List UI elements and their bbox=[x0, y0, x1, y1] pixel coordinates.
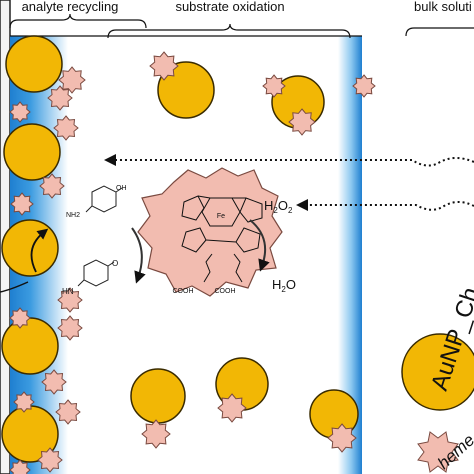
heme-star bbox=[9, 459, 31, 474]
heme-cooh-right: COOH bbox=[215, 288, 236, 295]
heme-star bbox=[10, 192, 34, 216]
svg-text:H2O2: H2O2 bbox=[264, 198, 293, 215]
heme-star bbox=[57, 315, 83, 341]
middle-region-label: substrate oxidation bbox=[175, 0, 284, 14]
svg-text:H2O: H2O bbox=[272, 277, 296, 294]
gold-nanoparticle bbox=[5, 35, 63, 93]
left-region-label: analyte recycling bbox=[22, 0, 119, 14]
heme-star bbox=[39, 173, 65, 199]
product-nh-label: HN bbox=[62, 287, 74, 296]
legend: AuNP_Ch heme bbox=[401, 284, 474, 473]
gold-nanoparticle bbox=[1, 219, 59, 277]
right-region-brace bbox=[405, 27, 474, 37]
porphyrin-ring bbox=[181, 195, 263, 283]
heme-star bbox=[41, 369, 67, 395]
legend-heme-symbol bbox=[417, 431, 459, 473]
heme-star bbox=[58, 66, 86, 94]
heme-star bbox=[13, 391, 35, 413]
dotted-arrow-top bbox=[104, 154, 474, 167]
legend-aunp-symbol bbox=[401, 333, 474, 411]
particles-group bbox=[1, 35, 376, 474]
left-region-brace bbox=[9, 13, 147, 29]
product-o-label: O bbox=[112, 259, 118, 268]
product-molecule bbox=[77, 259, 115, 287]
curved-arrow-left bbox=[131, 227, 146, 284]
analyte-molecule bbox=[85, 185, 123, 213]
dotted-arrow-peroxide bbox=[296, 199, 474, 211]
heme-star bbox=[9, 307, 31, 329]
middle-region-brace bbox=[107, 23, 351, 39]
heme-cooh-left: COOH bbox=[173, 288, 194, 295]
peroxide-label: H2O2 bbox=[264, 198, 293, 215]
gold-nanoparticle bbox=[130, 368, 186, 424]
heme-star bbox=[47, 85, 73, 111]
recycle-arrow-up bbox=[30, 228, 49, 273]
heme-star bbox=[37, 447, 63, 473]
analyte-oh-label: OH bbox=[116, 185, 127, 192]
heme-star bbox=[53, 115, 79, 141]
heme-star bbox=[352, 74, 376, 98]
heme-star bbox=[141, 419, 171, 449]
heme-star bbox=[9, 101, 31, 123]
heme-star bbox=[262, 74, 286, 98]
heme-star bbox=[288, 108, 316, 136]
heme-star bbox=[149, 51, 179, 81]
heme-enzyme: Fe COOH COOH bbox=[137, 167, 283, 297]
heme-fe-label: Fe bbox=[217, 213, 225, 220]
recycle-arrow-out bbox=[0, 281, 29, 293]
analyte-nh2-label: NH2 bbox=[66, 212, 80, 219]
heme-star bbox=[57, 287, 83, 313]
right-region-label: bulk soluti bbox=[414, 0, 472, 14]
water-label: H2O bbox=[272, 277, 296, 294]
heme-star bbox=[327, 423, 357, 453]
heme-enzyme-body bbox=[137, 167, 283, 297]
heme-star bbox=[217, 393, 247, 423]
curved-arrow-right bbox=[249, 219, 270, 272]
gold-nanoparticle bbox=[3, 123, 61, 181]
heme-star bbox=[55, 399, 81, 425]
gold-nanoparticle bbox=[1, 317, 59, 375]
